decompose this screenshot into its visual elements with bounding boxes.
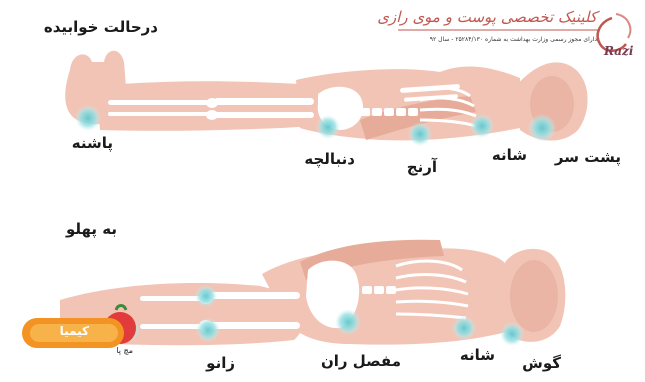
kimia-watermark-text: کیمیا: [60, 324, 89, 338]
pressure-point-knee-upper: [195, 285, 217, 307]
label-hip-joint: مفصل ران: [321, 352, 401, 370]
supine-spine: [360, 108, 418, 116]
pressure-point-tailbone: [316, 115, 340, 139]
pressure-point-heel: [75, 105, 101, 131]
pressure-point-ear: [500, 322, 524, 346]
supine-section-title: درحالت خوابیده: [44, 18, 158, 36]
pressure-point-hip-joint: [335, 309, 361, 335]
label-knee: زانو: [206, 354, 235, 372]
side-section-title: به پهلو: [66, 220, 117, 238]
label-heel: پاشنه: [72, 134, 113, 152]
clinic-name: کلینیک تخصصی پوست و موی رازی: [377, 8, 597, 26]
supine-legs: [96, 81, 318, 131]
pressure-point-back-of-head: [528, 114, 556, 142]
label-ankle: مچ پا: [116, 346, 133, 355]
pressure-point-elbow: [408, 122, 432, 146]
clinic-brand: Razi: [604, 44, 633, 58]
clinic-license: دارای مجوز رسمی وزارت بهداشت به شماره ۲۵…: [430, 36, 597, 43]
label-shoulder-side: شانه: [460, 346, 495, 364]
side-spine: [362, 286, 396, 294]
label-tailbone: دنبالچه: [304, 150, 355, 168]
label-shoulder-top: شانه: [492, 146, 527, 164]
label-elbow: آرنج: [407, 158, 437, 176]
pressure-point-shoulder-side: [452, 316, 476, 340]
label-back-of-head: پشت سر: [555, 148, 621, 166]
side-skull: [510, 260, 558, 332]
pressure-point-shoulder: [470, 114, 494, 138]
pressure-point-knee: [196, 318, 220, 342]
label-ear: گوش: [522, 354, 561, 372]
